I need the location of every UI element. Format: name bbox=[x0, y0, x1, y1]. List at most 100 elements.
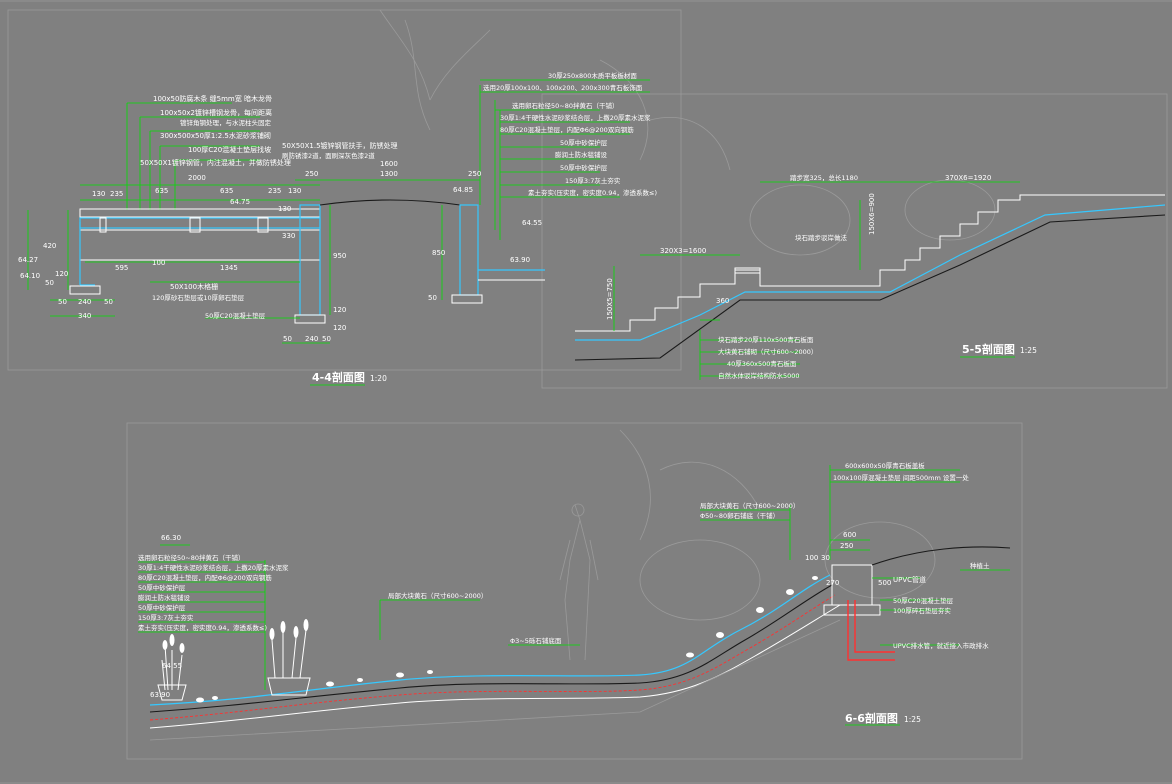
label-6-6: UPVC排水管，就近接入市政排水 bbox=[893, 641, 989, 650]
dim: 50 bbox=[283, 335, 292, 343]
note: 50X100木格栅 bbox=[170, 282, 218, 291]
dim: 320X3=1600 bbox=[660, 247, 706, 255]
pebbles bbox=[196, 576, 818, 703]
note: 120厚砂石垫层或10厚卵石垫层 bbox=[152, 293, 245, 302]
section-6-6-scale: 1:25 bbox=[904, 715, 921, 724]
dim: 2000 bbox=[188, 174, 206, 182]
note-5-5: 大块黄石铺砌（尺寸600~2000） bbox=[718, 347, 817, 356]
callout-4-4: 选用卵石粒径50~80拌黄石（干铺） bbox=[512, 101, 619, 110]
dim: 120 bbox=[333, 306, 346, 314]
dim: 120 bbox=[333, 324, 346, 332]
note-4-4-3: 镀锌角钢处理，与水泥柱头固定 bbox=[180, 118, 272, 127]
note-6-6-right: 600x600x50厚青石板盖板 bbox=[845, 461, 925, 470]
section-4-4 bbox=[27, 79, 650, 344]
section-5-5-scale: 1:25 bbox=[1020, 346, 1037, 355]
section-5-5-title: 5-5剖面图 bbox=[962, 342, 1015, 356]
frame-5-5 bbox=[541, 93, 1168, 389]
note-6-6-right: Φ50~80卵石铺底（干铺） bbox=[700, 511, 779, 520]
section-6-6 bbox=[138, 384, 1011, 741]
note-6-6: 膨润土防水毯铺设 bbox=[138, 593, 191, 602]
dim: 340 bbox=[78, 312, 91, 320]
level: 63.90 bbox=[150, 691, 170, 699]
dim: 240 bbox=[78, 298, 91, 306]
reed-plant bbox=[267, 619, 311, 696]
note-6-6: 150厚3:7灰土夯实 bbox=[138, 613, 194, 622]
note-4-4-6: 50X50X1镀锌钢管，内注混凝土，并做防锈处理 bbox=[140, 158, 291, 167]
label-6-6: UPVC管道 bbox=[893, 575, 926, 584]
note-5-5: 自然水体驳岸结构防水5000 bbox=[718, 371, 800, 380]
frame-4-4 bbox=[7, 9, 682, 371]
note-5-5: 块石踏步20厚110x500青石板面 bbox=[718, 335, 814, 344]
dim: 100 bbox=[152, 259, 165, 267]
note-4-4-2: 100x50x2镀锌槽钢龙骨，每间距离 bbox=[160, 108, 272, 117]
label-6-6: 种植土 bbox=[970, 561, 990, 570]
dim: 250 bbox=[840, 542, 853, 550]
note-5-5: 40厚360x500青石板面 bbox=[727, 359, 797, 368]
note-6-6: 素土夯实(压实度，密实度0.94，渗透系数≤) bbox=[138, 623, 267, 632]
label-5-5: 块石踏步驳岸做法 bbox=[795, 233, 848, 242]
note-6-6: 50厚中砂保护层 bbox=[138, 583, 186, 592]
section-4-4-title: 4-4剖面图 bbox=[312, 370, 365, 384]
callout-4-4: 选用20厚100x100、100x200、200x300青石板饰面 bbox=[483, 83, 643, 92]
level: 66.30 bbox=[161, 534, 181, 542]
dim: 595 bbox=[115, 264, 128, 272]
dim: 1300 bbox=[380, 170, 398, 178]
dim: 235 bbox=[268, 187, 281, 195]
dim: 30 bbox=[821, 554, 830, 562]
dim: 150X6=900 bbox=[868, 193, 876, 235]
note-4-4-right-1: 50X50X1.5镀锌钢管扶手，防锈处理 bbox=[282, 141, 398, 150]
dim: 370X6=1920 bbox=[945, 174, 991, 182]
callout-4-4: 30厚250x800木质平板板材面 bbox=[548, 71, 637, 80]
dim: 270 bbox=[826, 579, 839, 587]
note-4-4-4: 300x500x50厚1:2.5水泥砂浆铺砌 bbox=[160, 131, 271, 140]
dim: 330 bbox=[282, 232, 295, 240]
dim: 635 bbox=[155, 187, 168, 195]
level: 64.85 bbox=[453, 186, 473, 194]
level: 64.55 bbox=[162, 662, 182, 670]
dim: 635 bbox=[220, 187, 233, 195]
note-6-6: 80厚C20混凝土垫层，内配Φ6@200双向钢筋 bbox=[138, 573, 272, 582]
note-4-4-5: 100厚C20混凝土垫层找坡 bbox=[188, 145, 271, 154]
note-6-6: 50厚中砂保护层 bbox=[138, 603, 186, 612]
dim: 950 bbox=[333, 252, 346, 260]
level: 64.27 bbox=[18, 256, 38, 264]
note-6-6-mid: 局部大块黄石（尺寸600~2000） bbox=[388, 591, 487, 600]
reed-plant bbox=[157, 634, 187, 701]
callout-4-4: 30厚1:4干硬性水泥砂浆结合层，上撒20厚素水泥浆 bbox=[500, 113, 651, 122]
callout-4-4: 50厚中砂保护层 bbox=[560, 138, 608, 147]
dim: 50 bbox=[428, 294, 437, 302]
callout-4-4: 80厚C20混凝土垫层，内配Φ6@200双向钢筋 bbox=[500, 125, 634, 134]
level: 64.75 bbox=[230, 198, 250, 206]
label-6-6: 100厚碎石垫层夯实 bbox=[893, 606, 951, 615]
section-5-5 bbox=[574, 181, 1166, 380]
dim: 100 bbox=[805, 554, 818, 562]
note-6-6-mid: Φ3~5砾石铺底面 bbox=[510, 636, 562, 645]
dim: 250 bbox=[468, 170, 481, 178]
section-6-6-title: 6-6剖面图 bbox=[845, 711, 898, 725]
dim: 240 bbox=[305, 335, 318, 343]
dim: 踏步宽325，总长1180 bbox=[790, 173, 858, 182]
frame-6-6 bbox=[126, 422, 1023, 760]
dim: 50 bbox=[322, 335, 331, 343]
callout-4-4: 150厚3:7灰土夯实 bbox=[565, 176, 621, 185]
note-4-4-right-2: 刷防锈漆2道，面刷深灰色漆2道 bbox=[282, 151, 375, 160]
callout-4-4: 50厚中砂保护层 bbox=[560, 163, 608, 172]
dim: 1345 bbox=[220, 264, 238, 272]
callout-4-4: 膨润土防水毯铺设 bbox=[555, 150, 608, 159]
level: 64.10 bbox=[20, 272, 40, 280]
note-6-6: 30厚1:4干硬性水泥砂浆结合层，上撒20厚素水泥浆 bbox=[138, 563, 289, 572]
dim: 250 bbox=[305, 170, 318, 178]
note-6-6-right: 100x100厚混凝土垫层 间距500mm 设置一处 bbox=[833, 473, 969, 482]
dim: 120 bbox=[55, 270, 68, 278]
dim: 850 bbox=[432, 249, 445, 257]
dim: 600 bbox=[843, 531, 856, 539]
dim: 235 bbox=[110, 190, 123, 198]
level: 63.90 bbox=[510, 256, 530, 264]
dim: 130 bbox=[278, 205, 291, 213]
dim: 50 bbox=[104, 298, 113, 306]
note-6-6-right: 局部大块黄石（尺寸600~2000） bbox=[700, 501, 799, 510]
dim: 500 bbox=[878, 579, 891, 587]
callout-4-4: 素土夯实(压实度，密实度0.94，渗透系数≤) bbox=[528, 188, 657, 197]
dim: 130 bbox=[288, 187, 301, 195]
